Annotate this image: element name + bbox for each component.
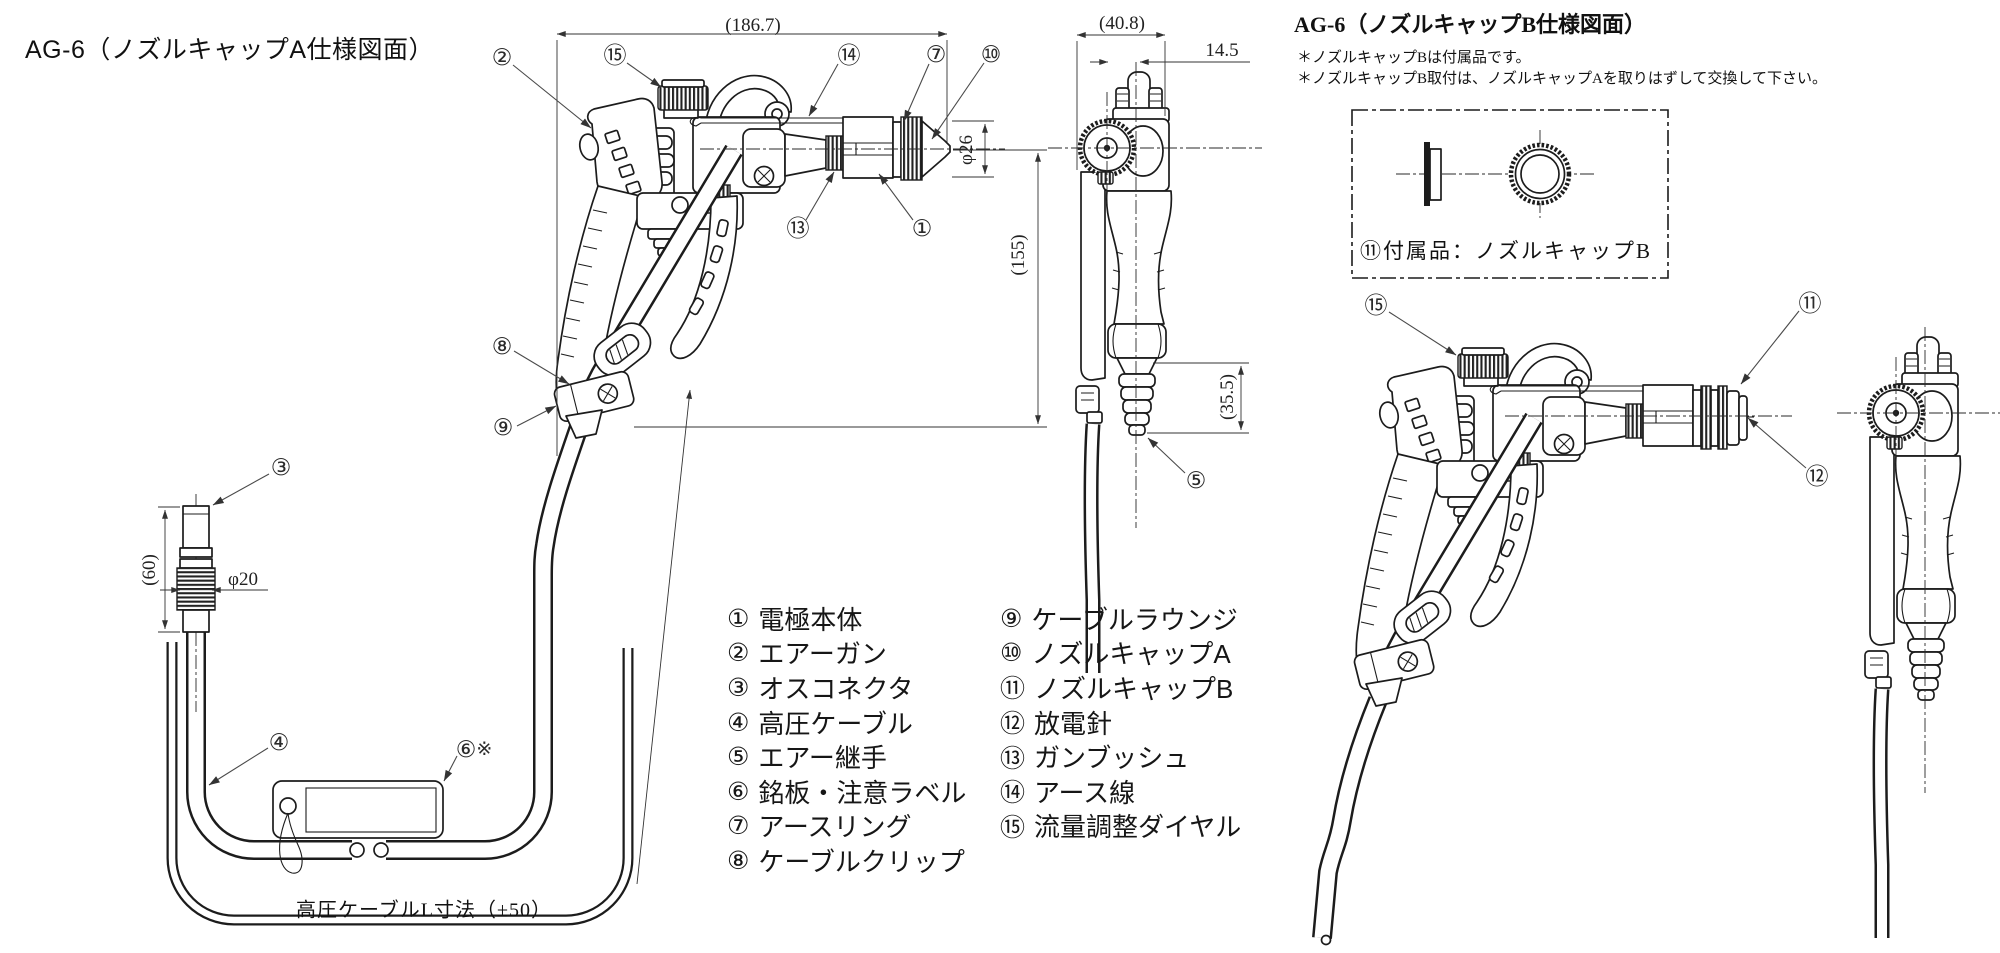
- part-number: ②: [727, 638, 750, 668]
- part-name: エアー継手: [758, 743, 887, 774]
- part-number: ⑧: [727, 845, 750, 875]
- sheet-title-a: AG-6（ノズルキャップA仕様図面）: [25, 36, 435, 64]
- part-number: ①: [727, 603, 750, 633]
- callout-4-hv-cable: ④: [268, 729, 290, 756]
- parts-list-item: ⑤ エアー継手: [727, 739, 966, 774]
- part-name: ノズルキャップB: [1034, 673, 1234, 704]
- dimension-lines: [158, 31, 1250, 885]
- accessory-box-drawing: [1351, 109, 1669, 279]
- parts-list-item: ⑦ アースリング: [727, 809, 966, 844]
- cable-length-note: 高圧ケーブルL寸法（±50）: [296, 899, 552, 922]
- callout-15-flow-dial-a: ⑮: [603, 42, 627, 69]
- dim-side-width: (40.8): [1099, 13, 1145, 35]
- part-number: ⑥: [727, 776, 750, 806]
- parts-list-item: ⑫ 放電針: [1000, 705, 1241, 740]
- dim-dial-offset: 14.5: [1205, 40, 1239, 62]
- reference-mark: ※: [476, 737, 493, 760]
- part-number: ④: [727, 707, 750, 737]
- part-name: ケーブルクリップ: [758, 846, 965, 877]
- part-name: エアーガン: [758, 639, 887, 670]
- parts-list-item: ⑧ ケーブルクリップ: [727, 843, 966, 878]
- part-number: ⑪: [1000, 674, 1026, 704]
- part-name: 銘板・注意ラベル: [758, 777, 967, 808]
- callout-14-ground-wire: ⑭: [837, 42, 861, 69]
- parts-list-item: ② エアーガン: [727, 636, 966, 671]
- dim-overall-height: (155): [1008, 234, 1030, 276]
- callout-15-flow-dial-b: ⑮: [1364, 292, 1388, 319]
- part-number: ⑨: [1000, 603, 1023, 633]
- part-number: ⑭: [1000, 778, 1026, 808]
- callout-5-air-joint: ⑤: [1185, 467, 1207, 494]
- callout-6-number: ⑥: [455, 736, 477, 763]
- accessory-box-label: ⑪付属品：ノズルキャップB: [1359, 238, 1653, 263]
- part-number: ⑮: [1000, 812, 1026, 842]
- callout-13-gun-bush: ⑬: [786, 215, 810, 242]
- dim-connector-length: (60): [139, 554, 161, 586]
- note-line-2: ＊ノズルキャップB取付は、ノズルキャップAを取りはずして交換して下さい。: [1297, 71, 1827, 87]
- part-name: ガンブッシュ: [1034, 743, 1190, 774]
- callout-7-earth-ring: ⑦: [925, 41, 947, 68]
- parts-list-item: ⑬ ガンブッシュ: [1000, 739, 1241, 774]
- callout-11-nozzle-cap-b: ⑪: [1798, 290, 1822, 317]
- hv-cable-coil-drawing: [166, 420, 634, 926]
- part-name: 流量調整ダイヤル: [1034, 812, 1242, 843]
- part-name: ノズルキャップA: [1031, 639, 1231, 670]
- part-name: ケーブルラウンジ: [1031, 604, 1238, 635]
- part-number: ③: [727, 672, 750, 702]
- callout-leader-lines: [208, 62, 1807, 786]
- parts-list-item: ⑥ 銘板・注意ラベル: [727, 774, 966, 809]
- gun-b-drawing: [1312, 344, 1792, 946]
- parts-list-item: ⑪ ノズルキャップB: [1000, 670, 1241, 705]
- parts-list-column-1: ① 電極本体 ② エアーガン ③ オスコネクタ ④ 高圧ケーブル ⑤ エアー継手 ⑥ 銘板・…: [727, 601, 966, 878]
- part-name: 放電針: [1034, 708, 1113, 739]
- part-number: ⑬: [1000, 743, 1026, 773]
- parts-list-item: ④ 高圧ケーブル: [727, 705, 966, 740]
- parts-list-column-2: ⑨ ケーブルラウンジ ⑩ ノズルキャップA ⑪ ノズルキャップB ⑫ 放電針 ⑬ ガンブッ…: [1000, 601, 1241, 843]
- parts-list-item: ⑮ 流量調整ダイヤル: [1000, 809, 1241, 844]
- dim-cable-diameter: φ20: [228, 569, 258, 591]
- side-view-b-drawing: [1837, 327, 2000, 938]
- callout-10-nozzle-cap-a: ⑩: [980, 41, 1002, 68]
- callout-1-electrode-body: ①: [911, 215, 933, 242]
- dim-nozzle-diameter: φ26: [956, 135, 978, 165]
- parts-list-item: ⑭ アース線: [1000, 774, 1241, 809]
- callout-8-cable-clip: ⑧: [491, 333, 513, 360]
- gun-a-drawing: [553, 76, 1005, 438]
- dim-air-joint-length: (35.5): [1217, 374, 1239, 420]
- part-number: ⑩: [1000, 638, 1023, 668]
- callout-9-cable-lounge: ⑨: [492, 414, 514, 441]
- parts-list-item: ⑩ ノズルキャップA: [1000, 636, 1241, 671]
- sheet-title-b: AG-6（ノズルキャップB仕様図面）: [1294, 12, 1647, 37]
- parts-list-item: ③ オスコネクタ: [727, 670, 966, 705]
- part-name: アース線: [1034, 777, 1136, 808]
- parts-list-item: ① 電極本体: [727, 601, 966, 636]
- side-view-a-drawing: [1048, 62, 1262, 673]
- part-name: 電極本体: [758, 604, 863, 635]
- callout-12-discharge-needle: ⑫: [1805, 463, 1829, 490]
- part-name: アースリング: [758, 812, 912, 843]
- callout-2-air-gun: ②: [491, 44, 513, 71]
- note-line-1: ＊ノズルキャップBは付属品です。: [1297, 50, 1531, 66]
- dim-overall-length: (186.7): [725, 15, 781, 37]
- callout-3-male-connector: ③: [270, 454, 292, 481]
- part-number: ⑫: [1000, 709, 1026, 739]
- parts-list-item: ⑨ ケーブルラウンジ: [1000, 601, 1241, 636]
- part-number: ⑦: [727, 811, 750, 841]
- part-name: オスコネクタ: [758, 673, 914, 704]
- part-name: 高圧ケーブル: [758, 708, 913, 739]
- male-connector-drawing: [176, 494, 216, 712]
- name-plate-drawing: [272, 780, 444, 874]
- callout-6-name-plate: ⑥※: [456, 737, 493, 763]
- part-number: ⑤: [727, 742, 750, 772]
